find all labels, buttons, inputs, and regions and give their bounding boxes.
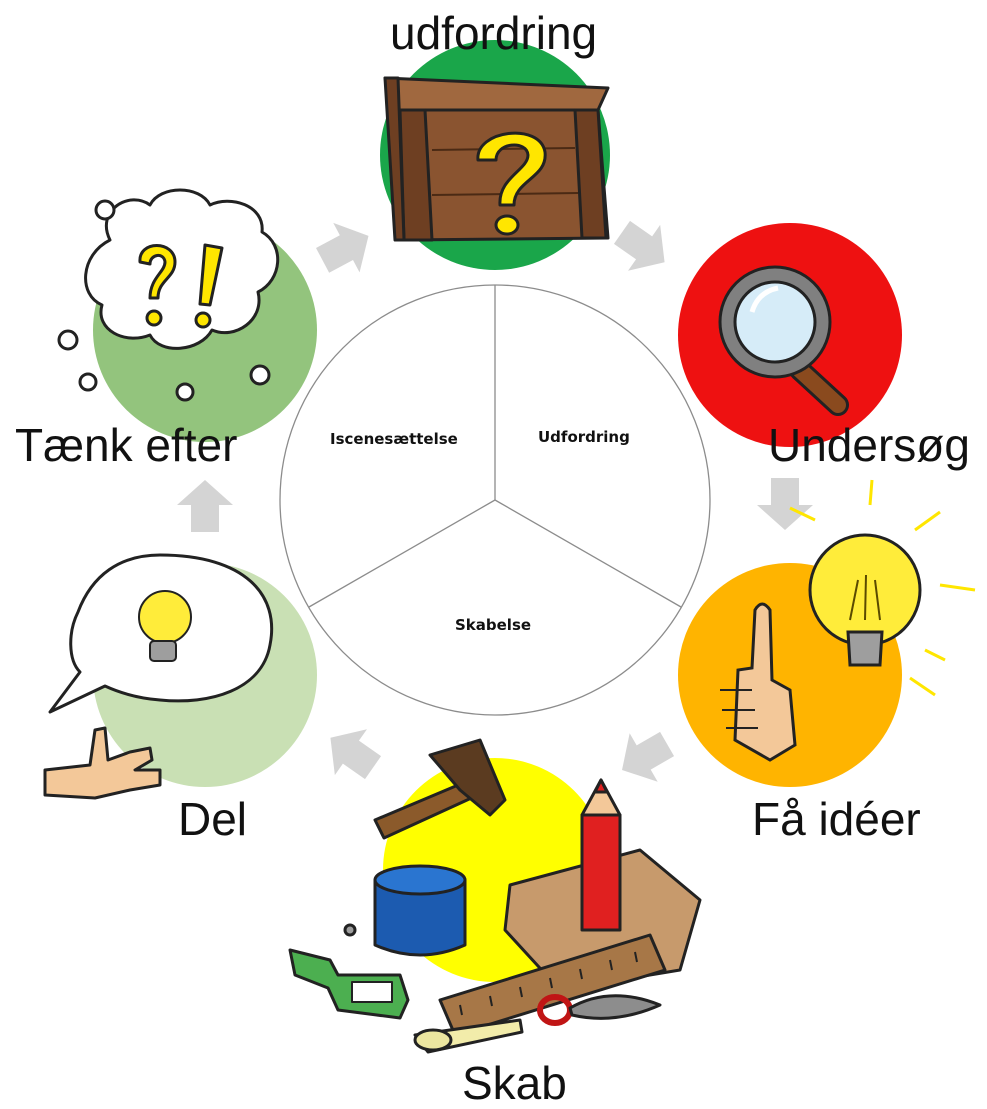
crate-question-icon <box>383 76 610 242</box>
segment-label-iscenesaettelse: Iscenesættelse <box>330 430 458 448</box>
speech-bubble-hand-icon <box>43 553 274 800</box>
arrow-del-to-taenk <box>177 480 233 532</box>
segment-label-udfordring: Udfordring <box>538 428 630 446</box>
thought-cloud-icon <box>57 188 280 402</box>
tools-icon <box>288 738 702 1054</box>
center-pie <box>279 284 711 716</box>
step-label-taenk-efter: Tænk efter <box>15 419 238 471</box>
step-label-skab: Skab <box>462 1057 567 1109</box>
arrow-undersog-to-ideer <box>757 478 813 530</box>
step-label-undersog: Undersøg <box>768 419 970 471</box>
step-label-fa-ideer: Få idéer <box>752 793 921 845</box>
step-label-del: Del <box>178 793 248 845</box>
segment-label-skabelse: Skabelse <box>455 616 532 634</box>
arrow-ideer-to-skab <box>622 731 675 782</box>
arrow-skab-to-del <box>330 729 382 780</box>
arrow-taenk-to-udfordring <box>316 222 369 273</box>
arrow-udfordring-to-undersog <box>613 220 665 271</box>
lightbulb-finger-icon <box>720 479 976 762</box>
magnifier-icon <box>718 265 849 416</box>
step-label-udfordring: udfordring <box>390 7 598 59</box>
